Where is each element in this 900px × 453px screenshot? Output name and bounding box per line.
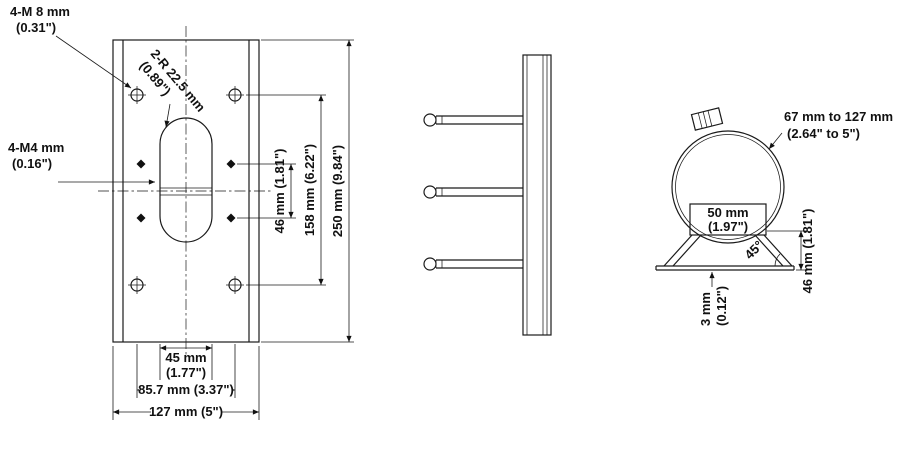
dim-46-label: 46 mm (1.81") xyxy=(272,149,287,234)
dim-50-label: 50 mm xyxy=(707,205,748,220)
mounting-peg xyxy=(423,185,523,199)
mounting-peg xyxy=(423,257,523,271)
callout-clamp-range: 67 mm to 127 mm (2.64" to 5") xyxy=(768,109,893,150)
m4-hole xyxy=(226,213,236,223)
m8-hole xyxy=(128,86,146,104)
callout-m4-label: 4-M4 mm xyxy=(8,140,64,155)
clamp-range-label: 67 mm to 127 mm xyxy=(784,109,893,124)
dim-46-bracket-label: 46 mm (1.81") xyxy=(800,209,815,294)
dimension-250mm: 250 mm (9.84") xyxy=(261,39,354,343)
dim-250-label: 250 mm (9.84") xyxy=(330,145,345,237)
callout-slot-radius: 2-R 22.5 mm (0.89") xyxy=(137,46,209,114)
hose-clamp-screw xyxy=(690,107,724,131)
clamp-range-label-inch: (2.64" to 5") xyxy=(787,126,860,141)
dim-127-label: 127 mm (5") xyxy=(149,404,223,419)
m8-hole xyxy=(128,276,146,294)
dimension-158mm: 158 mm (6.22") xyxy=(246,94,326,286)
v-bracket xyxy=(663,234,793,267)
dim-45-label: 45 mm xyxy=(165,350,206,365)
front-view: 46 mm (1.81") 158 mm (6.22") 250 mm (9.8… xyxy=(8,4,354,420)
callout-m4-label-inch: (0.16") xyxy=(12,156,52,171)
dimension-46mm-bracket: 46 mm (1.81") xyxy=(767,209,815,294)
pole-circle xyxy=(671,130,785,244)
callout-slot-radius-leader xyxy=(164,103,171,128)
angle-label: 45° xyxy=(742,238,767,263)
centerlines xyxy=(98,26,272,356)
thickness-label-inch: (0.12") xyxy=(714,286,729,326)
dimension-85-7mm: 85.7 mm (3.37") xyxy=(136,344,236,398)
dimension-127mm: 127 mm (5") xyxy=(112,346,260,420)
dim-45-label-inch: (1.77") xyxy=(166,365,206,380)
callout-m8-label-inch: (0.31") xyxy=(16,20,56,35)
side-view xyxy=(423,54,552,336)
m8-hole xyxy=(226,86,244,104)
dimension-46mm: 46 mm (1.81") xyxy=(237,149,296,234)
mounting-slot xyxy=(159,117,213,243)
dimension-45mm: 45 mm (1.77") xyxy=(159,344,213,380)
dim-85-7-label: 85.7 mm (3.37") xyxy=(138,382,234,397)
dim-50-label-inch: (1.97") xyxy=(708,219,748,234)
m4-hole xyxy=(136,159,146,169)
m4-hole xyxy=(226,159,236,169)
side-plate xyxy=(522,54,552,336)
dim-158-label: 158 mm (6.22") xyxy=(302,144,317,236)
dimension-50mm: 50 mm (1.97") xyxy=(689,203,767,236)
dimension-3mm: 3 mm (0.12") xyxy=(698,272,729,326)
callout-m4: 4-M4 mm (0.16") xyxy=(8,140,155,185)
top-view: 67 mm to 127 mm (2.64" to 5") 50 mm (1.9… xyxy=(655,107,893,326)
mounting-peg xyxy=(423,113,523,127)
callout-m8-label: 4-M 8 mm xyxy=(10,4,70,19)
m4-hole xyxy=(136,213,146,223)
thickness-label: 3 mm xyxy=(698,292,713,326)
m8-hole xyxy=(226,276,244,294)
callout-m8: 4-M 8 mm (0.31") xyxy=(10,4,132,89)
base-plate xyxy=(655,265,795,271)
